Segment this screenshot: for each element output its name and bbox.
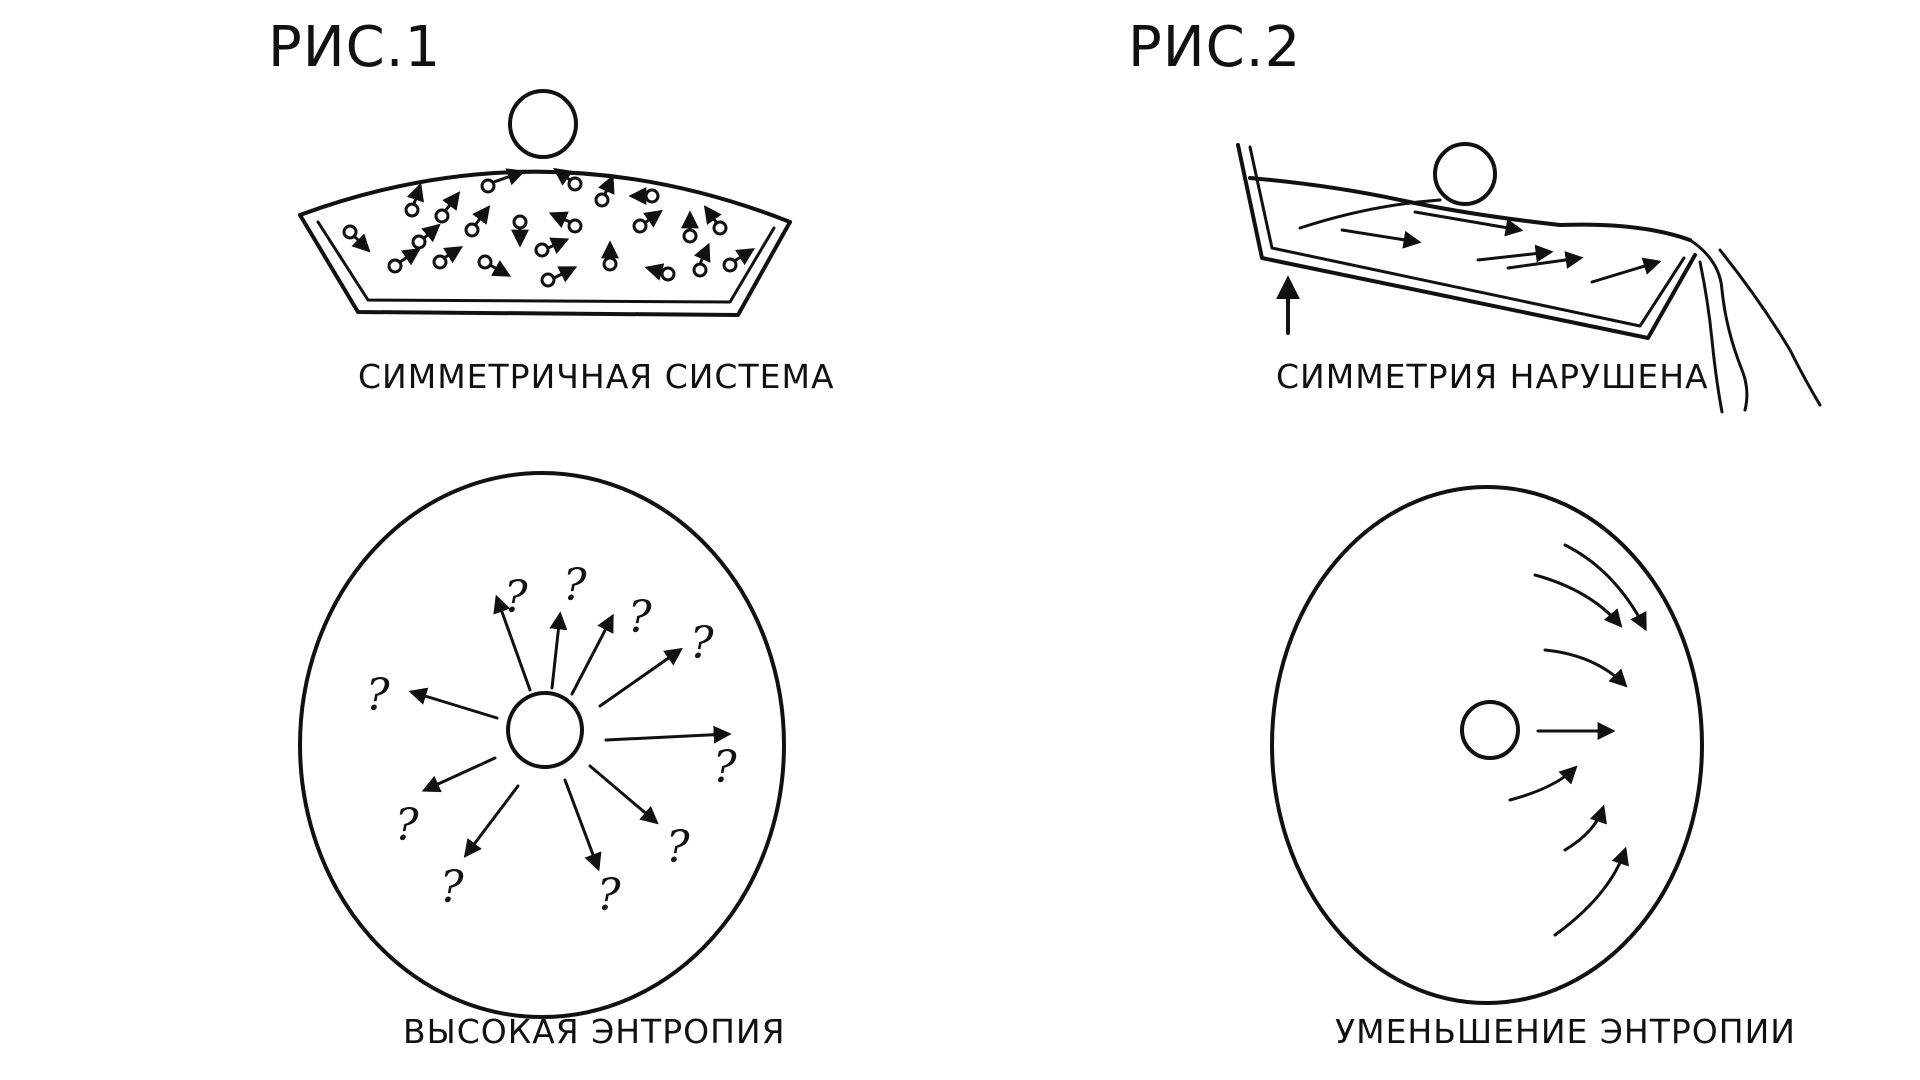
question-mark: ? — [395, 800, 419, 851]
figure-1-top-caption: СИММЕТРИЧНАЯ СИСТЕМА — [358, 357, 835, 396]
question-mark: ? — [504, 572, 528, 623]
question-mark: ? — [666, 822, 690, 873]
fig1-high-entropy-disc: ? ? ? ? ? ? ? ? ? ? — [298, 471, 786, 1019]
figure-1-title: РИС.1 — [268, 15, 441, 80]
question-mark: ? — [713, 742, 737, 793]
figure-2-bottom-caption: УМЕНЬШЕНИЕ ЭНТРОПИИ — [1335, 1012, 1796, 1051]
figure-2-title: РИС.2 — [1128, 15, 1301, 80]
figure-2-top-caption: СИММЕТРИЯ НАРУШЕНА — [1276, 357, 1709, 396]
question-mark: ? — [597, 870, 621, 921]
fig1-particles — [342, 167, 756, 288]
question-mark: ? — [690, 618, 714, 669]
fig2-tilted-tray — [1236, 142, 1822, 414]
question-mark: ? — [440, 862, 464, 913]
question-mark: ? — [563, 560, 587, 611]
question-mark: ? — [366, 670, 390, 721]
fig1-ball — [508, 89, 578, 159]
question-mark: ? — [628, 592, 652, 643]
figure-1-bottom-caption: ВЫСОКАЯ ЭНТРОПИЯ — [403, 1012, 786, 1051]
fig2-low-entropy-disc — [1270, 485, 1704, 1005]
